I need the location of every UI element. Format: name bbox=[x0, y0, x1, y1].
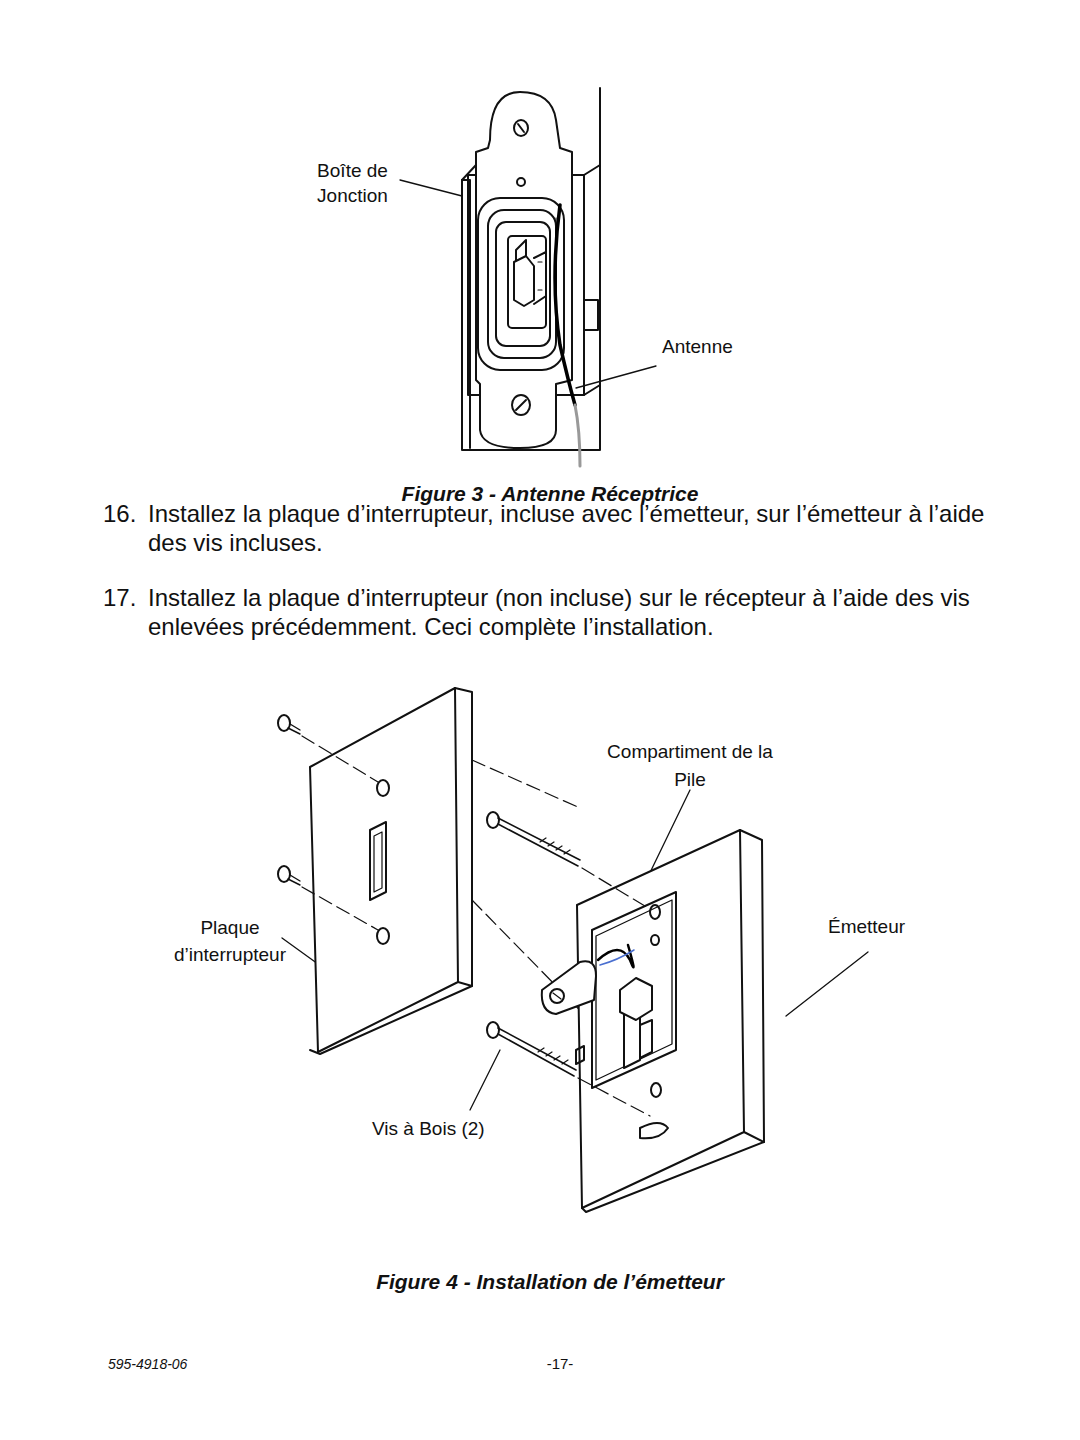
part-label: Antenne bbox=[662, 335, 733, 359]
step-number: 16. bbox=[103, 499, 136, 528]
junction-box bbox=[462, 88, 600, 450]
step-number: 17. bbox=[103, 583, 136, 612]
part-label: Plaque d’interrupteur bbox=[150, 914, 310, 968]
receiver-toggle bbox=[514, 218, 556, 340]
document-number: 595-4918-06 bbox=[108, 1356, 187, 1374]
switch-plate bbox=[310, 688, 472, 1054]
receiver-strap bbox=[476, 92, 572, 448]
step-text: Installez la plaque d’interrupteur (non … bbox=[148, 583, 988, 641]
part-label: Émetteur bbox=[828, 915, 905, 939]
transmitter-device bbox=[542, 892, 676, 1138]
receiver-antenna bbox=[555, 205, 580, 466]
figure-caption: Figure 4 - Installation de l’émetteur bbox=[10, 1269, 1080, 1295]
leader-lines bbox=[282, 180, 868, 1110]
part-label: Boîte de Jonction bbox=[300, 158, 405, 208]
step-text: Installez la plaque d’interrupteur, incl… bbox=[148, 499, 988, 557]
wood-screws bbox=[487, 812, 650, 1116]
receiver-body bbox=[478, 198, 564, 370]
part-label: Vis à Bois (2) bbox=[372, 1117, 485, 1141]
page-number: -17- bbox=[510, 1355, 610, 1374]
transmitter-box bbox=[577, 830, 764, 1212]
part-label: Compartiment de la Pile bbox=[600, 738, 780, 794]
